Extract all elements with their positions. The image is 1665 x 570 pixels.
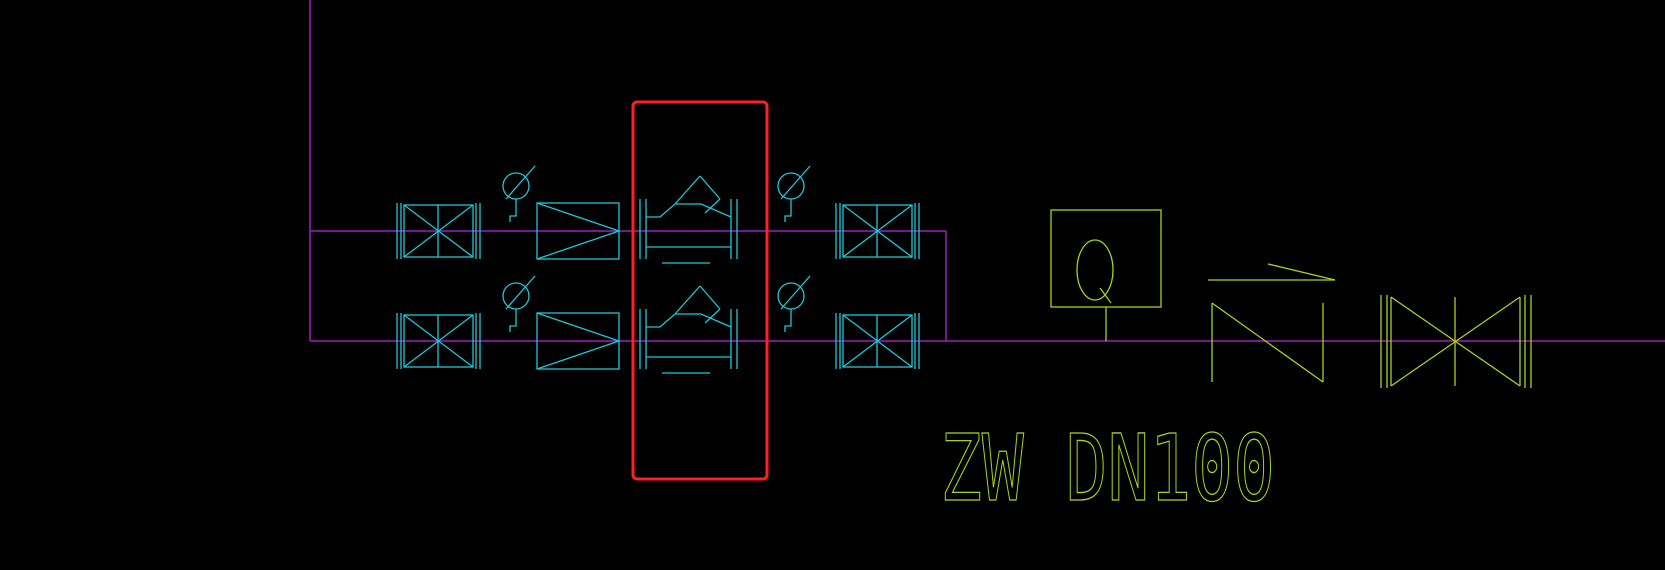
water-meter-icon[interactable]: [1050, 209, 1162, 341]
gate-valve-icon[interactable]: [1380, 295, 1532, 388]
lower-branch: [396, 275, 920, 374]
pressure-gauge-icon[interactable]: [777, 275, 811, 332]
gate-valve-icon[interactable]: [835, 313, 920, 369]
pressure-gauge-icon[interactable]: [777, 165, 811, 222]
gate-valve-icon[interactable]: [835, 203, 920, 259]
pressure-gauge-icon[interactable]: [502, 275, 536, 332]
upper-branch: [396, 165, 920, 264]
reducer-icon[interactable]: [536, 312, 620, 370]
reducer-icon[interactable]: [536, 202, 620, 260]
y-strainer-icon[interactable]: [639, 175, 738, 264]
main-line-equipment: [1050, 209, 1532, 388]
pipe-size-label: ZW DN100: [940, 415, 1275, 522]
y-strainer-icon[interactable]: [639, 285, 738, 374]
gate-valve-icon[interactable]: [396, 203, 481, 259]
pressure-gauge-icon[interactable]: [502, 165, 536, 222]
gate-valve-icon[interactable]: [396, 313, 481, 369]
check-valve-icon[interactable]: [1208, 263, 1336, 383]
highlight-selection-box[interactable]: [631, 100, 769, 481]
